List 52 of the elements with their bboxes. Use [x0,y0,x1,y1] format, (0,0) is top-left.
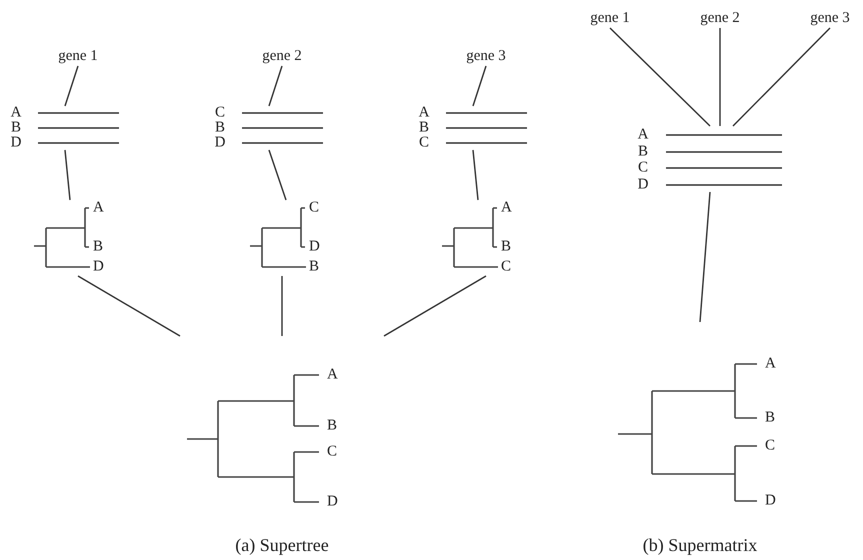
taxon-label: B [765,410,776,426]
taxon-label: A [327,368,338,382]
connector-line [78,275,180,337]
connector-line [64,150,71,200]
taxon-label: C [215,106,225,120]
gene-label: gene 3 [800,8,860,28]
taxon-label: C [419,136,429,150]
gene-label: gene 3 [456,46,516,66]
connector-line [472,66,487,106]
gene-label: gene 2 [252,46,312,66]
connector-line [732,28,830,126]
taxon-label: D [10,136,22,150]
gene-label: gene 1 [48,46,108,66]
taxon-label: B [309,260,320,274]
taxon-label: D [638,178,648,192]
connector-line [268,150,287,200]
sequence-alignment [416,106,530,150]
taxon-label: A [501,200,512,216]
connector-line [281,276,283,336]
connector-line [610,28,710,126]
taxon-label: B [11,120,21,136]
taxon-label: D [309,240,320,254]
taxon-label: D [214,136,226,150]
taxon-label: A [93,200,104,216]
panel-caption: (a) Supertree [235,534,329,556]
connector-line [719,28,721,126]
connector-line [64,66,79,106]
taxon-label: C [327,444,338,460]
taxon-label: B [327,418,338,434]
taxon-label: A [10,106,22,120]
gene-label: gene 1 [580,8,640,28]
taxon-label: D [765,494,776,508]
taxon-label: B [419,120,429,136]
connector-line [268,66,283,106]
taxon-label: C [765,438,776,454]
taxon-label: C [501,260,512,274]
connector-line [384,275,486,337]
gene-label: gene 2 [690,8,750,28]
taxon-label: B [215,120,225,136]
taxon-label: A [418,106,430,120]
connector-line [699,192,711,322]
taxon-label: B [638,144,648,160]
taxon-label: D [93,260,104,274]
taxon-label: A [765,356,776,372]
taxon-label: C [638,160,648,176]
taxon-label: D [327,494,338,510]
connector-line [472,150,479,200]
taxon-label: C [309,200,320,216]
panel-caption: (b) Supermatrix [642,534,758,556]
taxon-label: A [638,128,648,142]
taxon-label: B [93,240,104,254]
taxon-label: B [501,240,512,254]
